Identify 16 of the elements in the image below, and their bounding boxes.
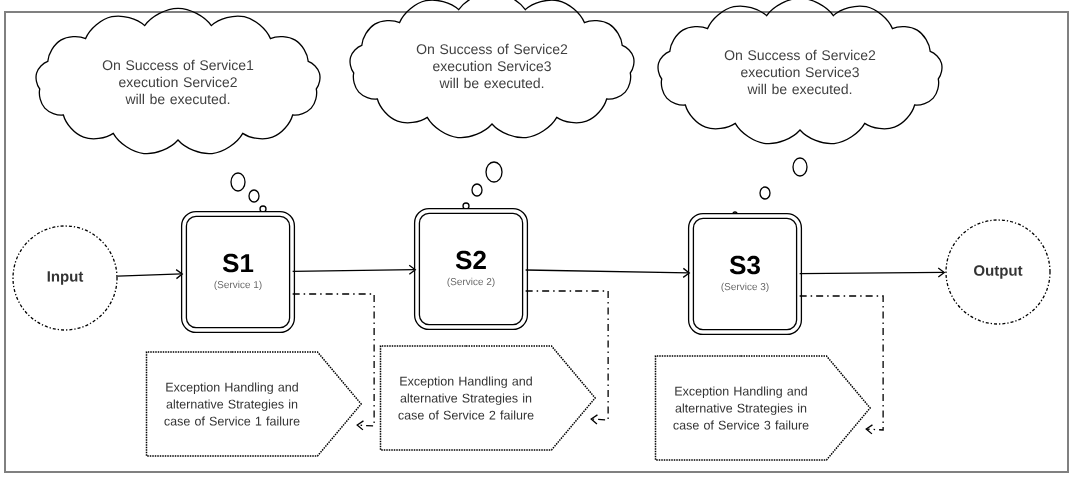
arrow xyxy=(799,267,946,278)
service-box: S2 (Service 2) xyxy=(413,207,529,331)
arrow xyxy=(799,295,884,435)
arrow xyxy=(116,269,184,280)
exception-box: Exception Handling and alternative Strategies in case of Service 1 failure xyxy=(145,351,363,457)
arrow xyxy=(292,264,417,275)
service-box: S1 (Service 1) xyxy=(180,210,296,334)
exception-box: Exception Handling and alternative Strategies in case of Service 3 failure xyxy=(654,355,872,461)
thought-cloud: On Success of Service1 execution Service2 will be executed. xyxy=(35,7,321,155)
arrow xyxy=(525,290,609,425)
thought-cloud: On Success of Service2 execution Service3 will be executed. xyxy=(349,0,635,139)
arrow xyxy=(525,267,691,278)
service-box: S3 (Service 3) xyxy=(687,212,803,336)
thought-cloud: On Success of Service2 execution Service3 will be executed. xyxy=(657,0,943,145)
exception-box: Exception Handling and alternative Strategies in case of Service 2 failure xyxy=(379,345,597,451)
arrow xyxy=(292,293,375,431)
